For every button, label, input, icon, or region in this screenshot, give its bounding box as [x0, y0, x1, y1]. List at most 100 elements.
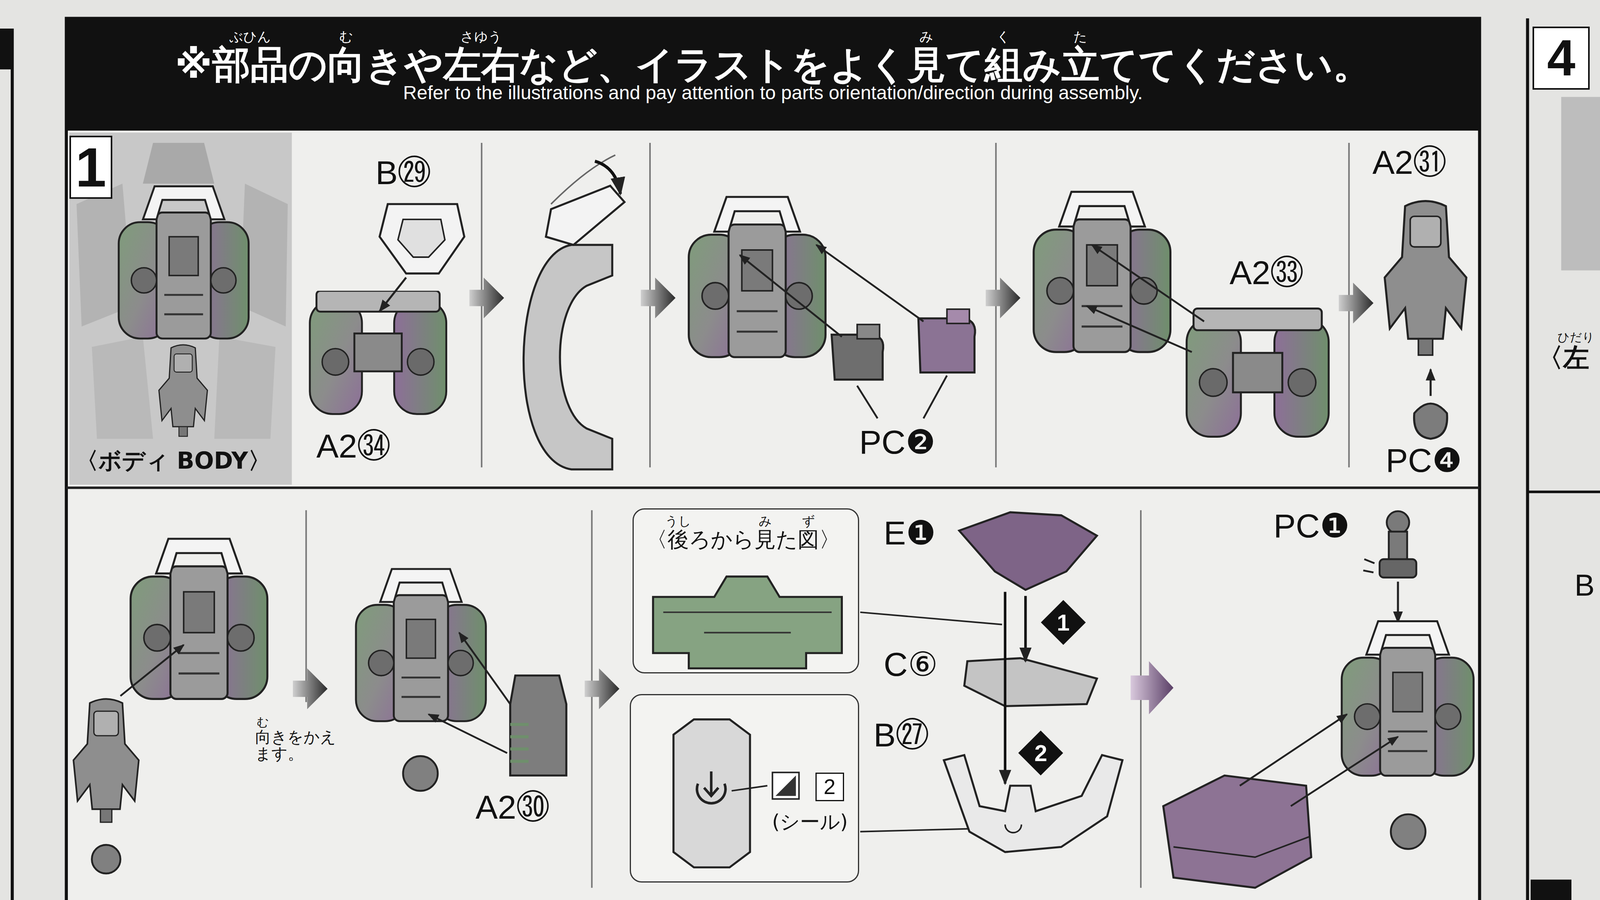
inset-illustration — [673, 719, 750, 868]
part-illustration — [1173, 836, 1310, 858]
part-number: A2㉛ — [1372, 144, 1447, 180]
part-illustration — [594, 161, 621, 194]
part-illustration — [379, 277, 407, 312]
part-illustration — [946, 309, 970, 324]
part-illustration — [1086, 305, 1193, 352]
inset-illustration — [775, 775, 796, 796]
part-illustration — [1239, 714, 1347, 786]
part-illustration — [1290, 736, 1399, 807]
reference-image — [118, 186, 249, 339]
label-anchor: B㉙ — [375, 155, 431, 191]
part-illustration — [1341, 621, 1474, 776]
part-illustration — [1033, 191, 1171, 352]
page-frame — [66, 18, 1480, 900]
part-illustration — [1384, 201, 1467, 356]
label-anchor: み — [758, 514, 772, 529]
part-illustration — [309, 290, 447, 414]
part-number: E❶ — [883, 515, 936, 551]
step-diamond: 2 — [1018, 730, 1064, 776]
label-anchor: PC❹ — [1385, 442, 1462, 478]
part-illustration — [91, 844, 121, 874]
panel-divider — [591, 510, 593, 888]
part-illustration — [1005, 824, 1022, 833]
part-number: A2㉝ — [1229, 255, 1304, 291]
panel-divider — [305, 510, 308, 702]
inset-illustration — [731, 785, 768, 791]
part-illustration — [398, 219, 445, 258]
page-frame — [1527, 490, 1600, 493]
part-illustration — [459, 632, 511, 704]
inset-illustration — [703, 771, 719, 797]
part-illustration — [857, 324, 880, 339]
reference-image — [69, 132, 293, 485]
step-arrow — [469, 277, 504, 319]
label-anchor: A2㉛ — [1372, 144, 1447, 180]
section-title: 〈左 — [1536, 344, 1590, 372]
page-frame — [0, 18, 1600, 900]
step-arrow — [985, 277, 1021, 319]
part-illustration — [1396, 581, 1399, 623]
note-text: 向きをかえます。 — [255, 728, 337, 762]
furigana: ひだり — [1557, 330, 1595, 344]
header-text: ※部品の向きや左右など、イラストをよく見て組み立ててください。 — [175, 44, 1371, 85]
step-arrow — [292, 668, 328, 710]
page-frame — [1530, 879, 1572, 900]
part-illustration — [964, 658, 1097, 707]
furigana: さゆう — [460, 29, 502, 45]
label-anchor: A2㉚ — [475, 789, 550, 825]
label-anchor: うし — [665, 514, 692, 529]
label-anchor: B㉗ — [873, 717, 929, 753]
page-frame — [66, 18, 1480, 131]
part-illustration — [944, 511, 1474, 888]
part-illustration — [857, 375, 947, 419]
part-illustration — [1363, 559, 1375, 573]
label-anchor: PC❷ — [859, 424, 936, 460]
inset-heading: 〈後ろから見た図〉 — [646, 528, 841, 552]
furigana: く — [996, 29, 1011, 45]
section-title: 〈ボディ BODY〉 — [75, 448, 272, 474]
page-frame — [66, 486, 1480, 489]
part-illustration — [546, 185, 625, 245]
step-arrow — [1338, 282, 1374, 324]
label-anchor: A2㉞ — [316, 428, 391, 464]
inset-box: (シール)2 — [629, 694, 860, 883]
part-illustration — [551, 155, 616, 204]
part-illustration — [918, 318, 975, 373]
part-illustration — [379, 203, 465, 274]
label-anchor: 〈ボディ BODY〉 — [75, 448, 272, 474]
part-illustration — [1379, 559, 1417, 578]
part-illustration — [428, 714, 508, 754]
sticker-number: 2 — [815, 772, 845, 802]
label-anchor: PC❶ — [1273, 508, 1350, 544]
furigana: み — [758, 514, 772, 529]
inset-illustration — [632, 508, 860, 674]
furigana: ぶひん — [229, 29, 272, 45]
panel-divider — [305, 142, 1349, 888]
part-illustration — [1024, 596, 1027, 662]
label-anchor: B — [1574, 569, 1595, 602]
part-number: PC❹ — [1385, 442, 1462, 478]
part-number: B㉙ — [375, 155, 431, 191]
part-number: PC❶ — [1273, 508, 1350, 544]
sticker-number-text: 2 — [823, 775, 836, 799]
label-anchor: む — [339, 29, 354, 45]
part-illustration — [355, 569, 486, 722]
label-anchor: く — [996, 29, 1011, 45]
inset-illustration — [860, 612, 1002, 625]
part-illustration — [510, 724, 529, 762]
part-illustration — [1388, 531, 1408, 561]
label-anchor: ず — [801, 514, 816, 529]
part-illustration — [688, 196, 826, 358]
furigana: ず — [801, 514, 816, 529]
part-illustration — [510, 675, 567, 776]
page-frame — [1561, 96, 1600, 271]
diamond-shape — [1040, 600, 1086, 645]
diamond-shape — [1018, 730, 1064, 776]
furigana: み — [919, 29, 934, 45]
step-arrow — [640, 277, 676, 319]
step-number: 4 — [1532, 26, 1590, 90]
part-illustration — [1390, 814, 1426, 849]
label-anchor: A2㉝ — [1229, 255, 1304, 291]
diamond-number: 1 — [1056, 611, 1070, 635]
